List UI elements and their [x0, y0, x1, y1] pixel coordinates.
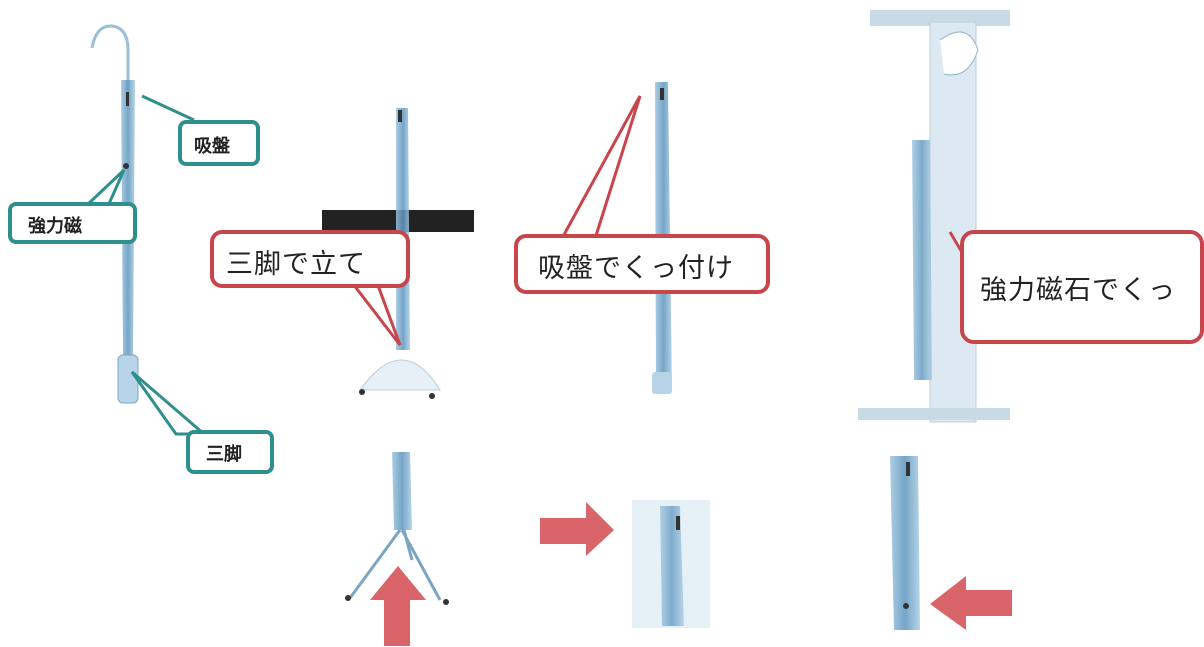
suction-label: 吸盤	[194, 136, 230, 157]
callout-stand-tripod	[210, 230, 410, 346]
attach-magnet-label: 強力磁石でくっ	[980, 275, 1176, 306]
red-arrow-left-icon	[930, 576, 1012, 630]
callout-suction	[141, 94, 260, 166]
umbrella-magnet-figure	[858, 10, 1010, 423]
magnet-label: 強力磁	[28, 216, 82, 237]
red-arrow-right-icon	[540, 502, 614, 556]
red-arrow-up-icon	[370, 566, 426, 646]
stand-tripod-label: 三脚で立て	[226, 249, 366, 280]
callout-tripod	[130, 370, 274, 474]
detail-magnet	[890, 456, 920, 630]
detail-suction	[632, 500, 710, 628]
umbrella-tripod-figure	[322, 108, 474, 399]
tripod-label: 三脚	[206, 444, 242, 465]
callout-attach-magnet	[948, 230, 1204, 344]
attach-suction-label: 吸盤でくっ付け	[538, 253, 734, 284]
callout-attach-suction	[514, 95, 770, 294]
callout-magnet	[8, 168, 137, 244]
detail-tripod	[345, 452, 449, 605]
